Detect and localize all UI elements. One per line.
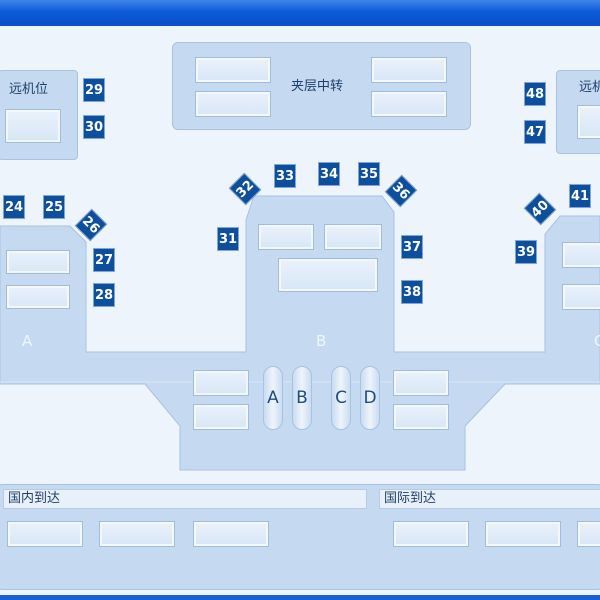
hall-right-slot-2[interactable] xyxy=(393,404,449,430)
channel-b[interactable]: B xyxy=(292,366,312,430)
terminal-map-canvas: 远机位 夹层中转 远机 A B C xyxy=(0,26,600,595)
mezzanine-slot-2[interactable] xyxy=(195,91,271,117)
pier-c-slot-1[interactable] xyxy=(562,242,600,268)
remote-stand-left-label: 远机位 xyxy=(9,82,49,97)
international-arrivals-bar[interactable]: 国际到达 xyxy=(379,489,600,509)
pier-a-slot-1[interactable] xyxy=(6,250,70,274)
domestic-arrivals-label: 国内到达 xyxy=(8,491,61,506)
international-slot-1[interactable] xyxy=(393,521,469,547)
international-arrivals-label: 国际到达 xyxy=(384,491,437,506)
arrivals-band: 国内到达 国际到达 xyxy=(0,484,600,590)
domestic-slot-2[interactable] xyxy=(99,521,175,547)
channel-c[interactable]: C xyxy=(331,366,351,430)
window-bottom-border xyxy=(0,595,600,600)
gate-41[interactable]: 41 xyxy=(569,184,591,208)
window-titlebar xyxy=(0,0,600,26)
gate-28[interactable]: 28 xyxy=(93,283,115,307)
remote-stand-right-slot[interactable] xyxy=(577,105,600,139)
hall-left-slot-2[interactable] xyxy=(193,404,249,430)
international-slot-2[interactable] xyxy=(485,521,561,547)
channel-d[interactable]: D xyxy=(360,366,380,430)
gate-38[interactable]: 38 xyxy=(401,280,423,304)
gate-25[interactable]: 25 xyxy=(43,195,65,219)
gate-27[interactable]: 27 xyxy=(93,248,115,272)
pier-a-label: A xyxy=(22,332,33,350)
domestic-arrivals-bar[interactable]: 国内到达 xyxy=(3,489,367,509)
pier-b-label: B xyxy=(316,332,327,350)
remote-stand-right[interactable]: 远机 xyxy=(556,70,600,154)
hall-left-slot-1[interactable] xyxy=(193,370,249,396)
pier-c-label: C xyxy=(594,332,600,350)
mezzanine-slot-1[interactable] xyxy=(195,57,271,83)
gate-35[interactable]: 35 xyxy=(358,162,380,186)
international-slot-3[interactable] xyxy=(577,521,600,547)
gate-30[interactable]: 30 xyxy=(83,115,105,139)
hall-right-slot-1[interactable] xyxy=(393,370,449,396)
mezzanine-label: 夹层中转 xyxy=(291,79,344,94)
domestic-slot-3[interactable] xyxy=(193,521,269,547)
gate-48[interactable]: 48 xyxy=(524,82,546,106)
mezzanine-slot-4[interactable] xyxy=(371,91,447,117)
pier-b-slot-1[interactable] xyxy=(258,224,314,250)
pier-a-slot-2[interactable] xyxy=(6,285,70,309)
remote-stand-left[interactable]: 远机位 xyxy=(0,70,78,160)
mezzanine-transfer-area[interactable]: 夹层中转 xyxy=(172,42,471,130)
gate-24[interactable]: 24 xyxy=(3,195,25,219)
gate-29[interactable]: 29 xyxy=(83,78,105,102)
gate-47[interactable]: 47 xyxy=(524,120,546,144)
gate-34[interactable]: 34 xyxy=(318,162,340,186)
domestic-slot-1[interactable] xyxy=(7,521,83,547)
mezzanine-slot-3[interactable] xyxy=(371,57,447,83)
gate-39[interactable]: 39 xyxy=(515,240,537,264)
remote-stand-right-label: 远机 xyxy=(579,80,600,95)
pier-b-slot-2[interactable] xyxy=(324,224,382,250)
gate-33[interactable]: 33 xyxy=(274,164,296,188)
channel-a[interactable]: A xyxy=(263,366,283,430)
gate-37[interactable]: 37 xyxy=(401,235,423,259)
pier-b-slot-3[interactable] xyxy=(278,258,378,292)
pier-c-slot-2[interactable] xyxy=(562,284,600,310)
gate-31[interactable]: 31 xyxy=(217,227,239,251)
remote-stand-left-slot[interactable] xyxy=(5,109,61,143)
